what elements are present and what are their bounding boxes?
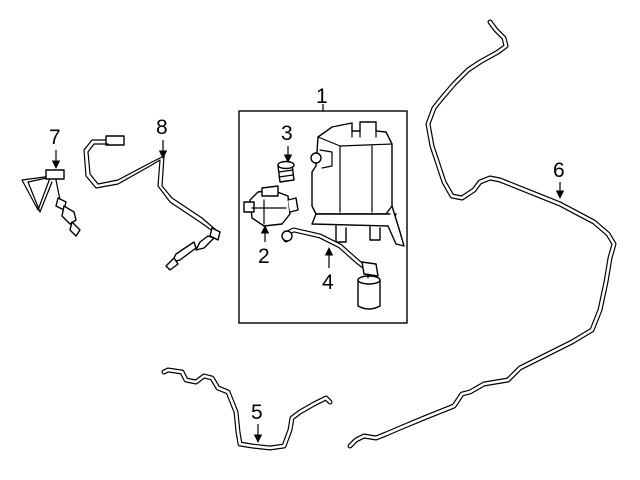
fuel-tube-lower (161, 367, 333, 451)
purge-valve (243, 185, 299, 227)
callout-8-label: 8 (156, 116, 168, 139)
vent-hose (281, 227, 381, 310)
callout-6-label: 6 (553, 159, 565, 182)
callout-1-label: 1 (316, 85, 328, 108)
callout-7-label: 7 (49, 126, 61, 149)
fitting-cap (277, 160, 295, 183)
oxygen-sensor-right (83, 135, 221, 271)
callout-4-label: 4 (322, 271, 334, 294)
fuel-tube-long (347, 19, 617, 449)
callout-2-label: 2 (258, 245, 270, 268)
callout-5-label: 5 (251, 401, 263, 424)
charcoal-canister (310, 121, 405, 247)
callout-3-label: 3 (281, 122, 293, 145)
oxygen-sensor-left (21, 169, 81, 237)
